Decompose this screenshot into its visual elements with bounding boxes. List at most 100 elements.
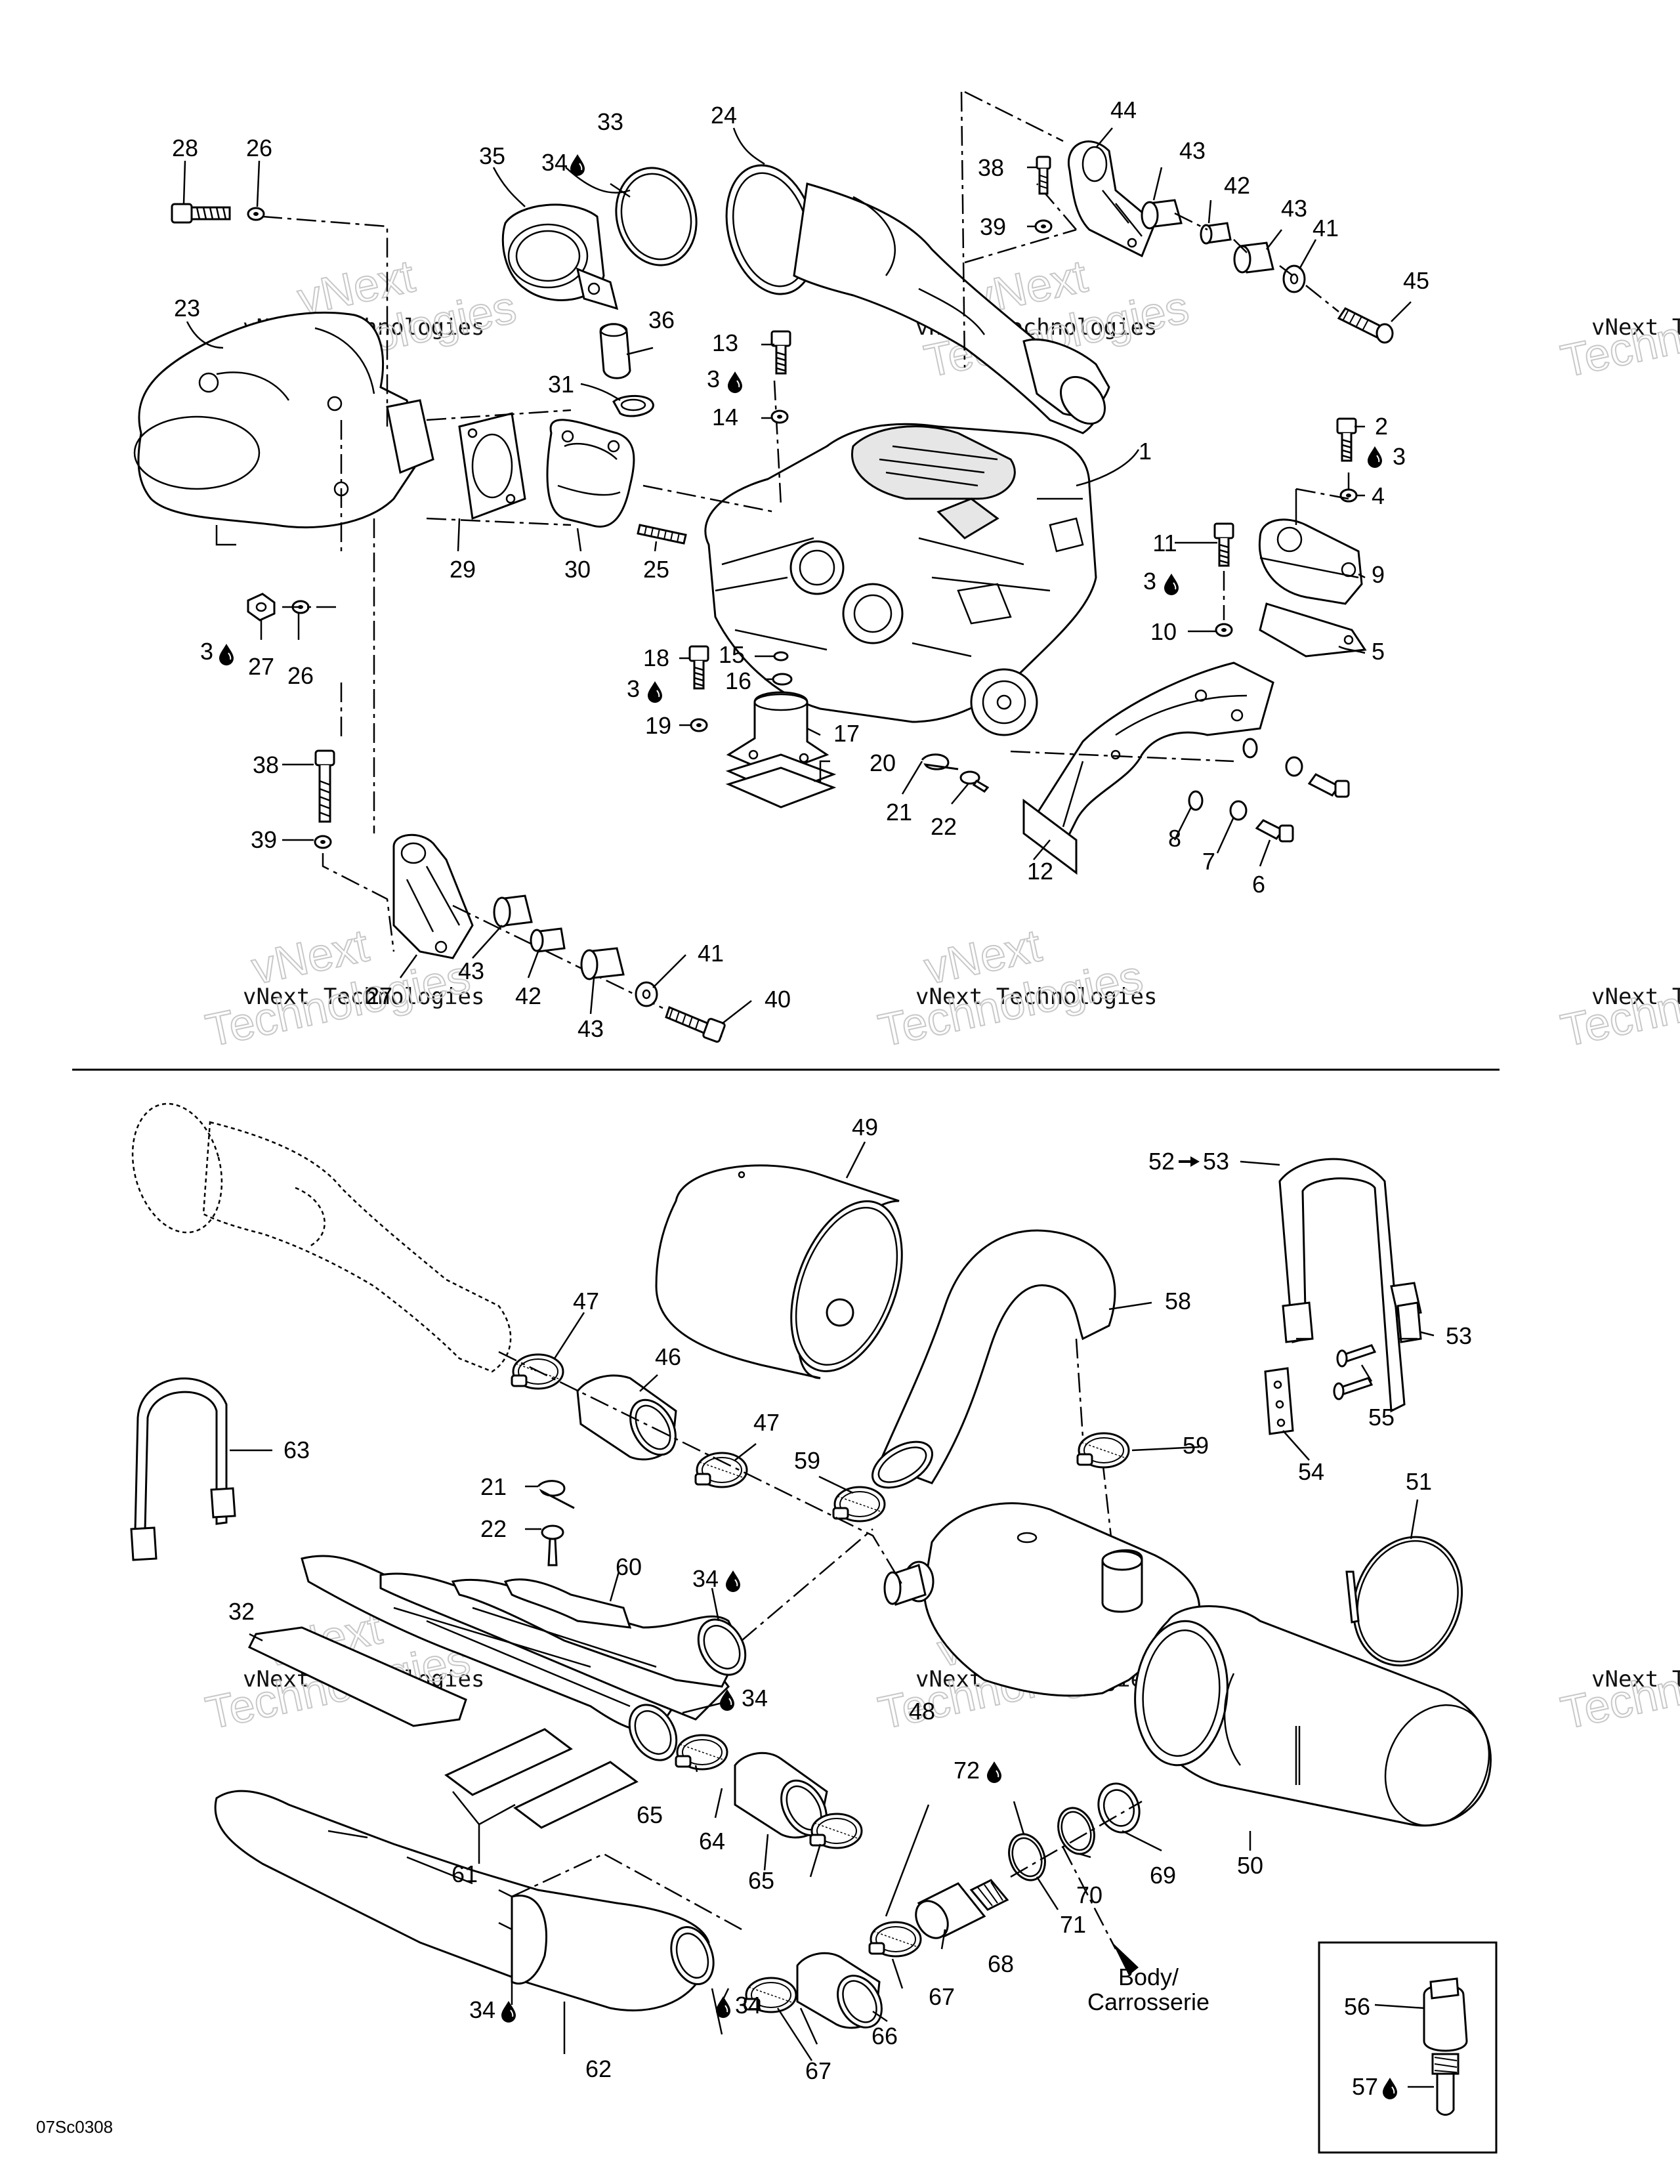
watermark: vNext Technologies Technologies	[1556, 280, 1680, 387]
washer-41-top	[1282, 264, 1306, 293]
washer-10	[1215, 623, 1233, 637]
watermark-text: vNext Technologies	[915, 984, 1157, 1010]
callout-3: 3	[1393, 443, 1406, 470]
o-ring-70	[1057, 1807, 1095, 1855]
callout-31: 31	[548, 371, 574, 398]
callout-46: 46	[655, 1343, 681, 1370]
pad-61a	[444, 1728, 573, 1796]
callout-34: 34	[692, 1565, 719, 1592]
gasket-33	[615, 167, 698, 266]
callout-53: 53	[1203, 1148, 1229, 1175]
body-note-line1: Body/	[1118, 1964, 1179, 1990]
callout-71: 71	[1060, 1911, 1086, 1938]
sealant-drop-icon	[725, 1570, 741, 1593]
pad-61b	[513, 1761, 639, 1829]
callout-21: 21	[886, 799, 912, 826]
exhaust-manifold-23	[133, 311, 434, 546]
bolt-45	[1337, 307, 1394, 344]
callout-34: 34	[735, 1992, 761, 2019]
right-arrow-icon	[1179, 1156, 1200, 1167]
bolt-28	[171, 203, 231, 224]
watermark-text: vNext Technologies	[1591, 1666, 1680, 1692]
callout-63: 63	[284, 1437, 310, 1463]
callout-24: 24	[711, 102, 737, 129]
callout-67: 67	[805, 2057, 831, 2084]
sealant-drop-icon	[647, 681, 663, 704]
callout-11: 11	[1152, 530, 1177, 556]
washer-4	[1339, 488, 1358, 503]
exhaust-clamp-35	[501, 203, 619, 310]
callout-67: 67	[929, 1983, 955, 2010]
drawing-code: 07Sc0308	[36, 2117, 113, 2137]
callout-59: 59	[1183, 1432, 1209, 1459]
spacer-42-bottom	[530, 927, 566, 953]
strap-63	[130, 1377, 236, 1561]
exhaust-hose-60	[301, 1555, 747, 1761]
hose-clip-21b	[537, 1480, 575, 1509]
watermark: vNext Technologies Technologies	[1556, 1632, 1680, 1739]
sealant-drop-icon	[715, 1996, 731, 2019]
callout-3: 3	[200, 638, 213, 665]
callout-45: 45	[1403, 267, 1429, 294]
sealant-drop-icon	[1367, 446, 1383, 469]
bolt-11	[1213, 522, 1234, 567]
strap-51	[1345, 1536, 1463, 1667]
callout-56: 56	[1344, 1993, 1370, 2020]
fitting-68	[915, 1879, 1009, 1939]
callout-4: 4	[1372, 482, 1385, 509]
sensor-inset-box	[1318, 1941, 1498, 2154]
callout-57: 57	[1352, 2073, 1378, 2100]
engine-bracket-12	[1022, 662, 1274, 875]
washer-39	[1034, 219, 1053, 234]
callout-37: 27	[366, 982, 392, 1009]
nut-69	[1097, 1782, 1141, 1834]
callout-32: 32	[228, 1598, 255, 1625]
sealant-drop-icon	[1164, 573, 1179, 596]
callout-21: 21	[480, 1473, 507, 1500]
callout-35: 35	[479, 142, 505, 169]
callout-60: 60	[616, 1553, 642, 1580]
bushing-43-top	[1141, 199, 1183, 230]
callout-34: 34	[742, 1685, 768, 1712]
body-note-line2: Carrosserie	[1087, 1988, 1209, 2015]
callout-38: 38	[978, 154, 1004, 181]
callout-3: 3	[627, 675, 640, 702]
callout-53: 53	[1446, 1322, 1472, 1349]
screw-6	[1255, 773, 1350, 843]
bolt-13	[770, 330, 791, 375]
strap-52	[1278, 1158, 1422, 1413]
washer-15	[773, 651, 789, 662]
bolt-38b	[314, 749, 335, 823]
callout-9: 9	[1372, 561, 1385, 588]
spacer-42-top	[1200, 222, 1232, 245]
callout-19: 19	[645, 712, 671, 739]
callout-52: 52	[1148, 1148, 1175, 1175]
watermark-outline: Technologies	[1557, 1633, 1680, 1738]
engine-section	[133, 91, 1394, 1043]
watermark-outline: Technologies	[1557, 950, 1680, 1056]
bolt-40	[665, 1005, 726, 1043]
callout-54: 54	[1298, 1458, 1324, 1485]
callout-3: 3	[707, 366, 720, 392]
callout-13: 13	[712, 329, 738, 356]
callout-41: 41	[1312, 215, 1339, 242]
washer-16	[772, 673, 793, 686]
callout-41: 41	[698, 940, 724, 967]
hose-clip-21	[921, 753, 959, 770]
callout-55: 55	[1368, 1404, 1395, 1431]
engine-1	[704, 423, 1097, 736]
washer-14	[770, 410, 789, 424]
callout-29: 29	[450, 556, 476, 583]
callout-labels: 28 26 23 35 34 33 24 36 31 13 3 14 44 38…	[36, 96, 1472, 2137]
callout-8: 8	[1168, 825, 1181, 852]
callout-47: 47	[573, 1288, 599, 1314]
screw-22b	[541, 1524, 564, 1566]
callout-66: 66	[872, 2023, 898, 2049]
callout-40: 40	[765, 986, 791, 1013]
callout-26: 26	[246, 135, 272, 161]
exhaust-elbow-24	[725, 164, 1110, 434]
callout-50: 50	[1237, 1852, 1263, 1879]
callout-43: 43	[578, 1015, 604, 1042]
callout-49: 49	[852, 1114, 878, 1141]
